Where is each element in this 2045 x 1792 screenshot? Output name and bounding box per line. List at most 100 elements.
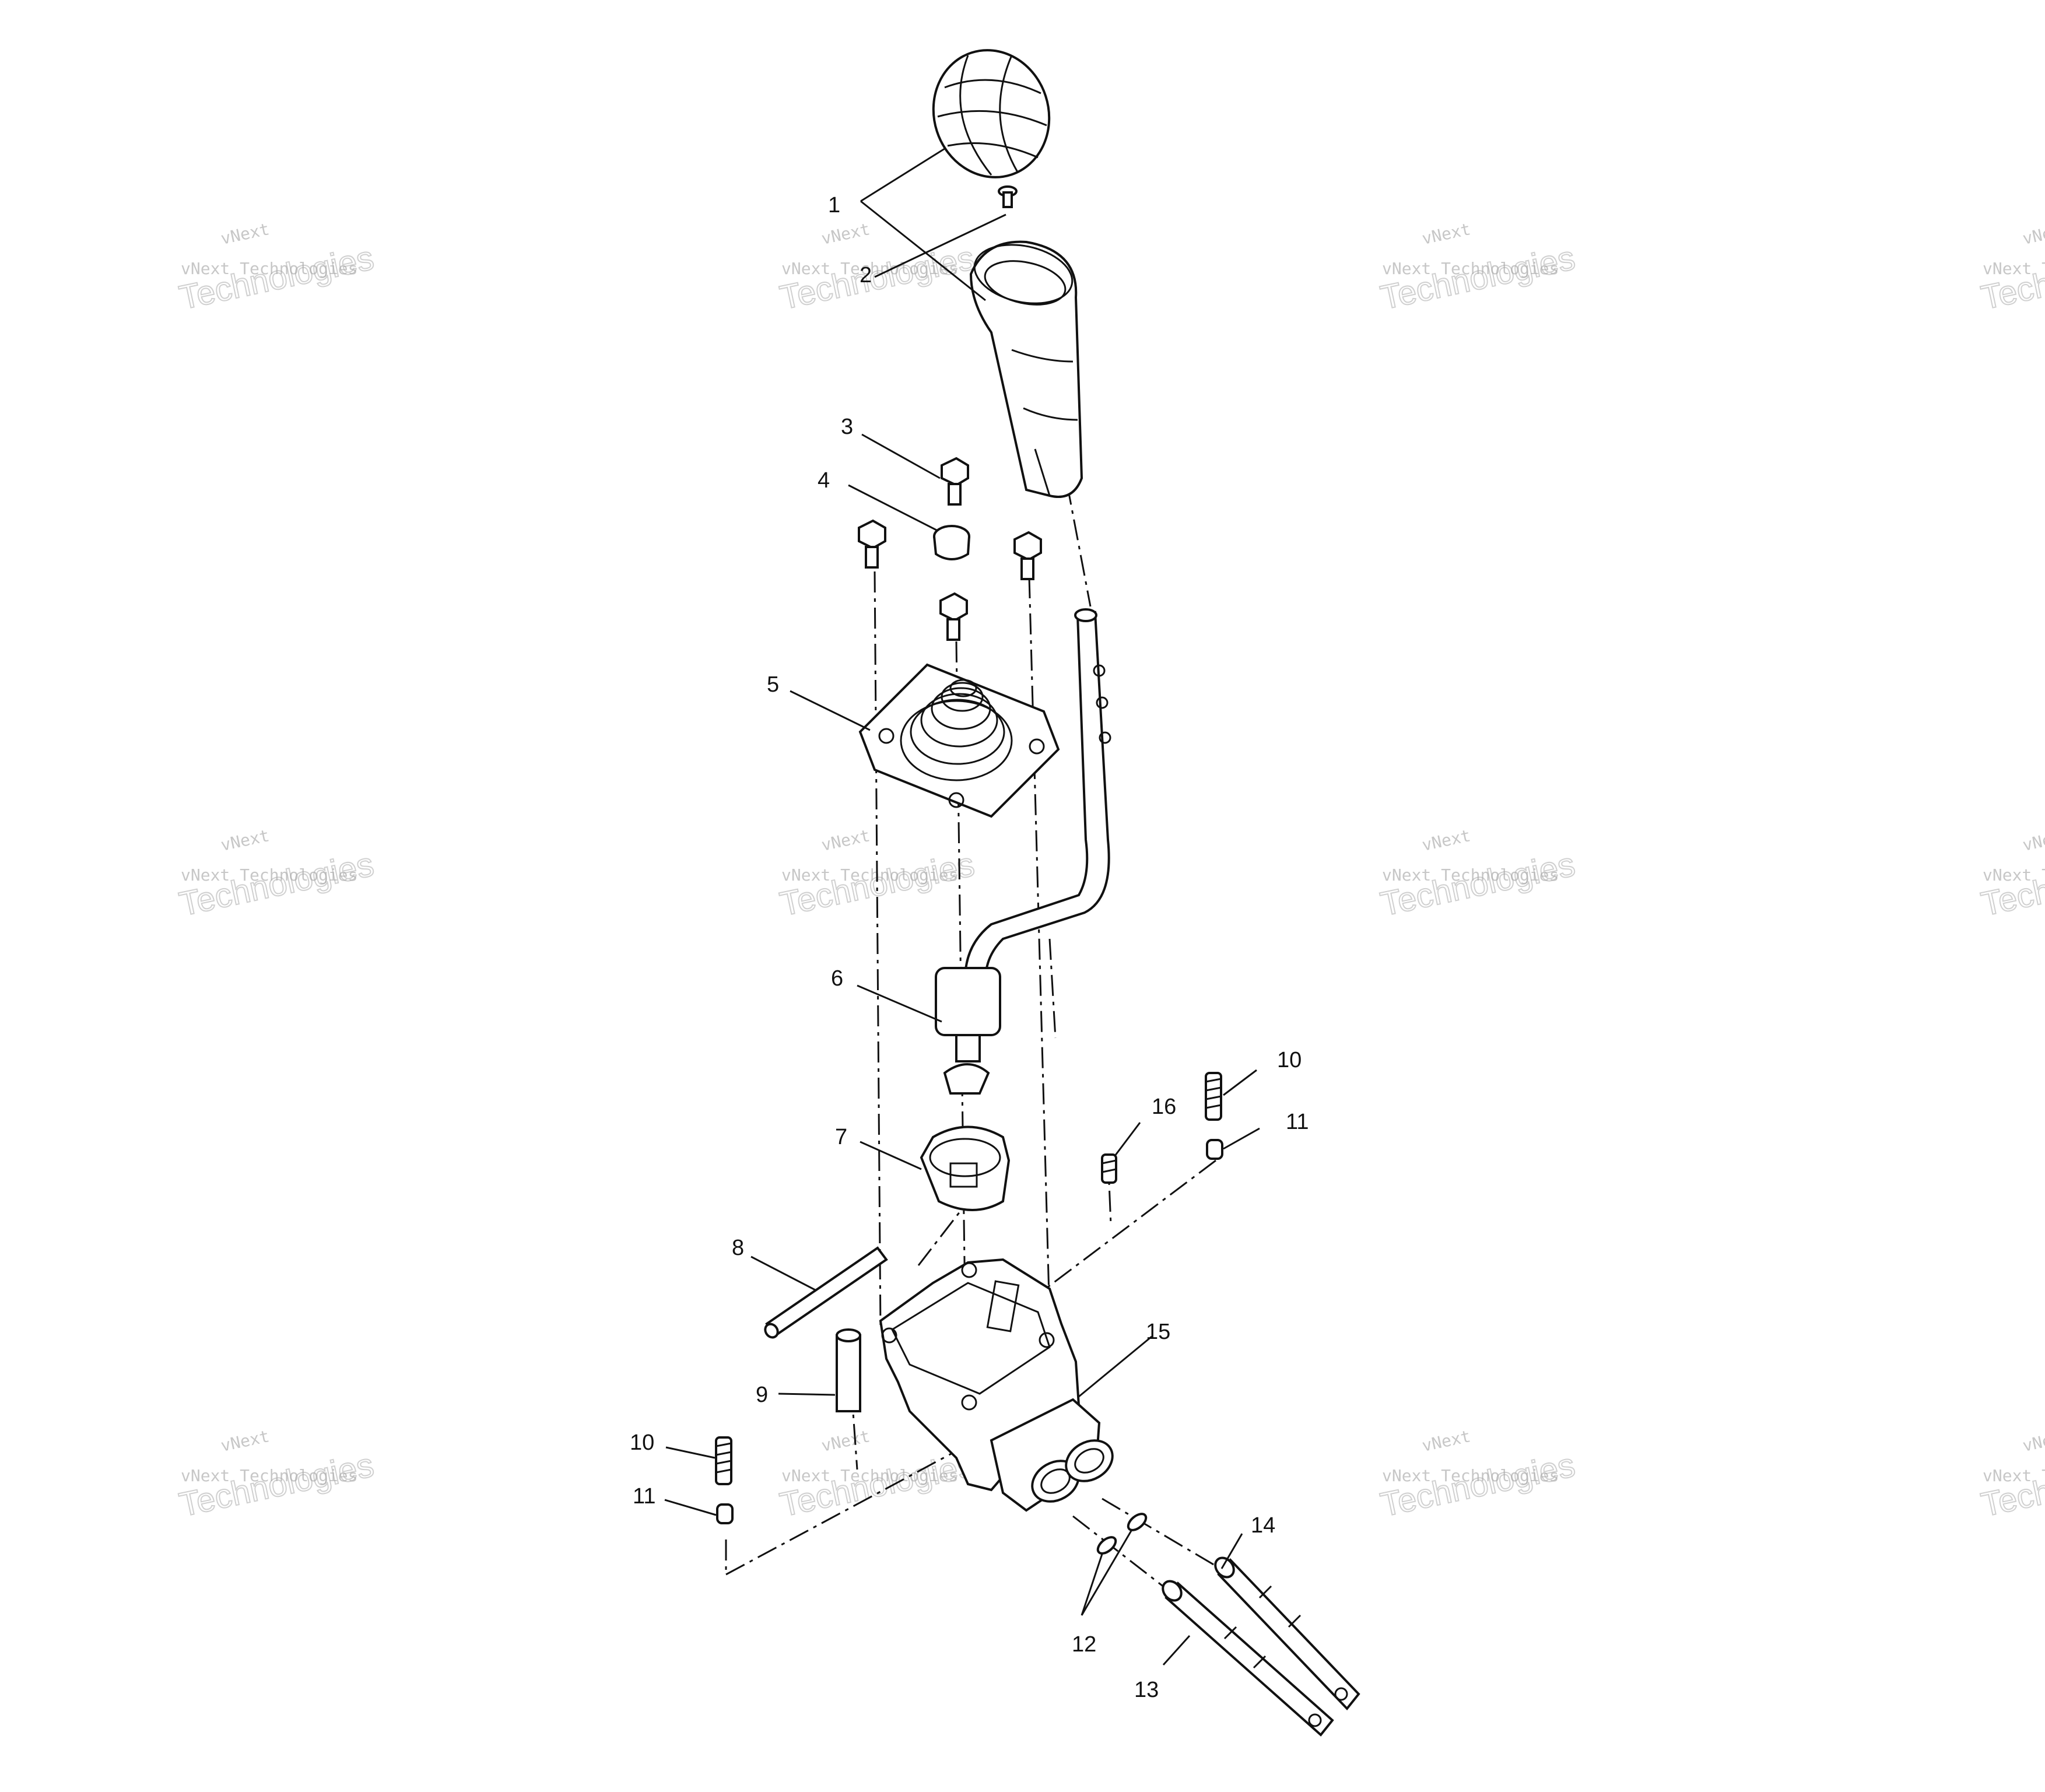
watermark: vNext vNext Technologies Technologies xyxy=(176,1426,378,1524)
callout-label: 5 xyxy=(767,672,779,697)
svg-text:vNext Technologies: vNext Technologies xyxy=(1382,259,1559,278)
svg-text:Technologies: Technologies xyxy=(1377,1446,1579,1524)
callout-label: 4 xyxy=(818,468,830,493)
centerline-left-bolt xyxy=(874,571,882,1330)
centerline-right-bolt xyxy=(1028,577,1051,1318)
svg-text:vNext: vNext xyxy=(2021,219,2045,248)
shift-rail-upper xyxy=(1214,1556,1360,1711)
leader-6 xyxy=(857,984,942,1023)
svg-text:vNext Technologies: vNext Technologies xyxy=(781,1466,958,1485)
knob-screw xyxy=(998,185,1018,208)
detent-ball-right xyxy=(1206,1139,1223,1160)
svg-text:vNext: vNext xyxy=(2021,826,2045,855)
shift-lever xyxy=(935,608,1111,1095)
watermark: vNext vNext Technologies Technologies xyxy=(1977,1426,2045,1524)
shift-rail-lower xyxy=(1162,1580,1334,1737)
svg-text:vNext: vNext xyxy=(820,826,872,855)
callout-label: 13 xyxy=(1134,1678,1159,1702)
svg-text:Technologies: Technologies xyxy=(176,846,377,924)
callout-label: 2 xyxy=(860,263,872,287)
leader-16 xyxy=(1114,1122,1141,1156)
centerline-socket xyxy=(1048,938,1057,1039)
leader-9 xyxy=(778,1393,836,1396)
svg-text:vNext Technologies: vNext Technologies xyxy=(781,259,958,278)
callout-label: 7 xyxy=(835,1125,847,1149)
svg-text:vNext Technologies: vNext Technologies xyxy=(1382,1466,1559,1485)
callout-label: 9 xyxy=(756,1383,768,1407)
leader-10-right xyxy=(1223,1069,1257,1096)
svg-text:Technologies: Technologies xyxy=(1377,846,1579,924)
callout-label: 11 xyxy=(633,1484,655,1509)
svg-text:Technologies: Technologies xyxy=(777,1446,978,1524)
svg-text:vNext Technologies: vNext Technologies xyxy=(181,865,357,885)
svg-text:Technologies: Technologies xyxy=(1978,1446,2045,1524)
leader-3 xyxy=(861,433,941,479)
svg-text:vNext: vNext xyxy=(820,1426,872,1456)
svg-text:vNext Technologies: vNext Technologies xyxy=(1983,1466,2045,1485)
shift-knob-cap xyxy=(932,49,1051,178)
o-rings xyxy=(1096,1513,1148,1555)
callout-label: 10 xyxy=(630,1430,654,1455)
callout-labels: 1 2 3 4 5 6 7 8 9 10 11 16 15 10 11 14 1… xyxy=(630,193,1309,1702)
hex-bolt-top xyxy=(941,457,969,506)
leader-12b xyxy=(1081,1530,1132,1616)
hex-bolt-left xyxy=(858,519,886,569)
svg-text:vNext Technologies: vNext Technologies xyxy=(1983,865,2045,885)
svg-text:vNext: vNext xyxy=(219,1426,271,1456)
watermark: vNext vNext Technologies Technologies xyxy=(1977,219,2045,317)
leader-2 xyxy=(874,213,1006,278)
hex-bolt-center xyxy=(939,592,968,641)
svg-text:vNext Technologies: vNext Technologies xyxy=(781,865,958,885)
watermark: vNext vNext Technologies Technologies xyxy=(176,826,378,924)
svg-text:vNext: vNext xyxy=(1420,1426,1472,1456)
svg-text:Technologies: Technologies xyxy=(1377,239,1579,317)
centerline-rail-13 xyxy=(1072,1515,1178,1599)
callout-label: 15 xyxy=(1146,1320,1170,1344)
callout-label: 1 xyxy=(828,193,840,218)
svg-text:vNext Technologies: vNext Technologies xyxy=(1983,259,2045,278)
bushing xyxy=(933,525,970,560)
dowel-pin xyxy=(836,1328,861,1412)
watermark: vNext vNext Technologies Technologies xyxy=(1377,826,1579,924)
leader-11-right xyxy=(1223,1127,1260,1150)
callout-label: 14 xyxy=(1251,1513,1275,1538)
watermark: vNext vNext Technologies Technologies xyxy=(1377,1426,1579,1524)
leader-lines xyxy=(664,148,1260,1666)
callout-label: 3 xyxy=(841,415,853,439)
svg-text:Technologies: Technologies xyxy=(176,1446,377,1524)
svg-text:vNext: vNext xyxy=(2021,1426,2045,1456)
watermark: vNext vNext Technologies Technologies xyxy=(776,219,978,317)
svg-text:vNext: vNext xyxy=(219,219,271,248)
leader-11-left xyxy=(664,1499,717,1516)
leader-14 xyxy=(1220,1533,1243,1569)
leader-15 xyxy=(1078,1335,1152,1398)
leader-4 xyxy=(848,484,938,532)
leader-13 xyxy=(1162,1635,1191,1666)
watermark: vNext vNext Technologies Technologies xyxy=(1977,826,2045,924)
shift-knob-body xyxy=(969,240,1083,498)
roll-pin xyxy=(764,1246,888,1339)
callout-label: 11 xyxy=(1286,1110,1309,1134)
watermark: vNext vNext Technologies Technologies xyxy=(1377,219,1579,317)
leader-12a xyxy=(1081,1553,1103,1616)
callout-label: 16 xyxy=(1152,1095,1176,1119)
callout-label: 6 xyxy=(831,966,843,991)
callout-label: 12 xyxy=(1072,1632,1096,1657)
shifter-housing xyxy=(879,1258,1114,1512)
svg-text:vNext Technologies: vNext Technologies xyxy=(181,1466,357,1485)
watermark: vNext vNext Technologies Technologies xyxy=(176,219,378,317)
centerline-rail-14 xyxy=(1102,1498,1231,1576)
svg-text:vNext: vNext xyxy=(219,826,271,855)
watermark-group: vNext vNext Technologies Technologies vN… xyxy=(176,219,2045,1524)
detent-spring-left xyxy=(715,1436,732,1485)
detent-spring-right xyxy=(1205,1072,1222,1121)
svg-text:Technologies: Technologies xyxy=(1978,846,2045,924)
shift-boot-plate xyxy=(858,663,1060,818)
centerline-pin-8 xyxy=(917,1201,969,1266)
svg-text:Technologies: Technologies xyxy=(1978,239,2045,317)
pivot-socket xyxy=(920,1125,1011,1211)
leader-10-left xyxy=(665,1446,715,1459)
svg-text:vNext Technologies: vNext Technologies xyxy=(1382,865,1559,885)
leader-1b xyxy=(860,200,986,301)
